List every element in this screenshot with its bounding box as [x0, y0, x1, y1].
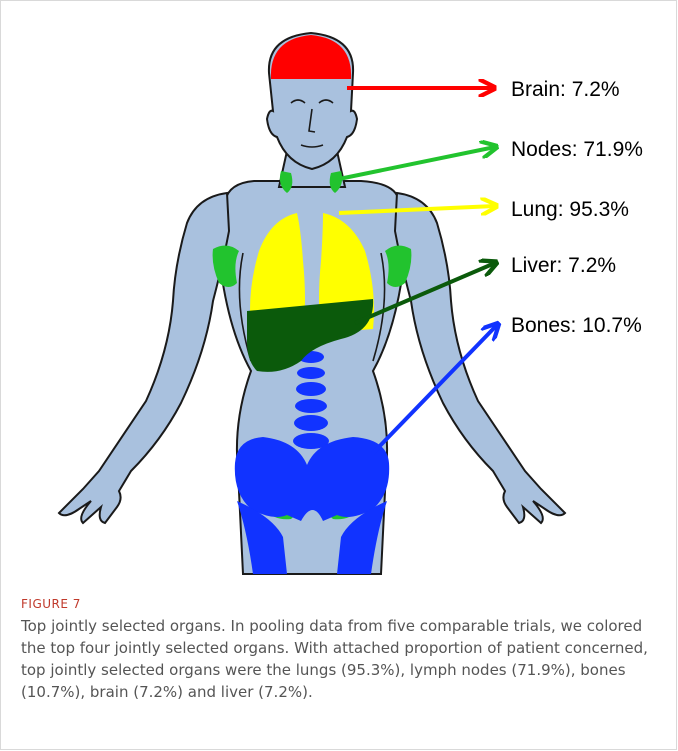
- organ-labels: Brain: 7.2% Nodes: 71.9% Lung: 95.3% Liv…: [511, 78, 643, 337]
- brain-label: Brain: 7.2%: [511, 78, 620, 101]
- liver-label: Liver: 7.2%: [511, 254, 616, 277]
- lung-label: Lung: 95.3%: [511, 198, 629, 221]
- figure-caption: Top jointly selected organs. In pooling …: [21, 615, 661, 703]
- bones-label: Bones: 10.7%: [511, 314, 642, 337]
- body-diagram: Brain: 7.2% Nodes: 71.9% Lung: 95.3% Liv…: [1, 1, 678, 591]
- nodes-label: Nodes: 71.9%: [511, 138, 643, 161]
- figure-label: FIGURE 7: [21, 597, 81, 611]
- nodes-arrow: [339, 147, 495, 179]
